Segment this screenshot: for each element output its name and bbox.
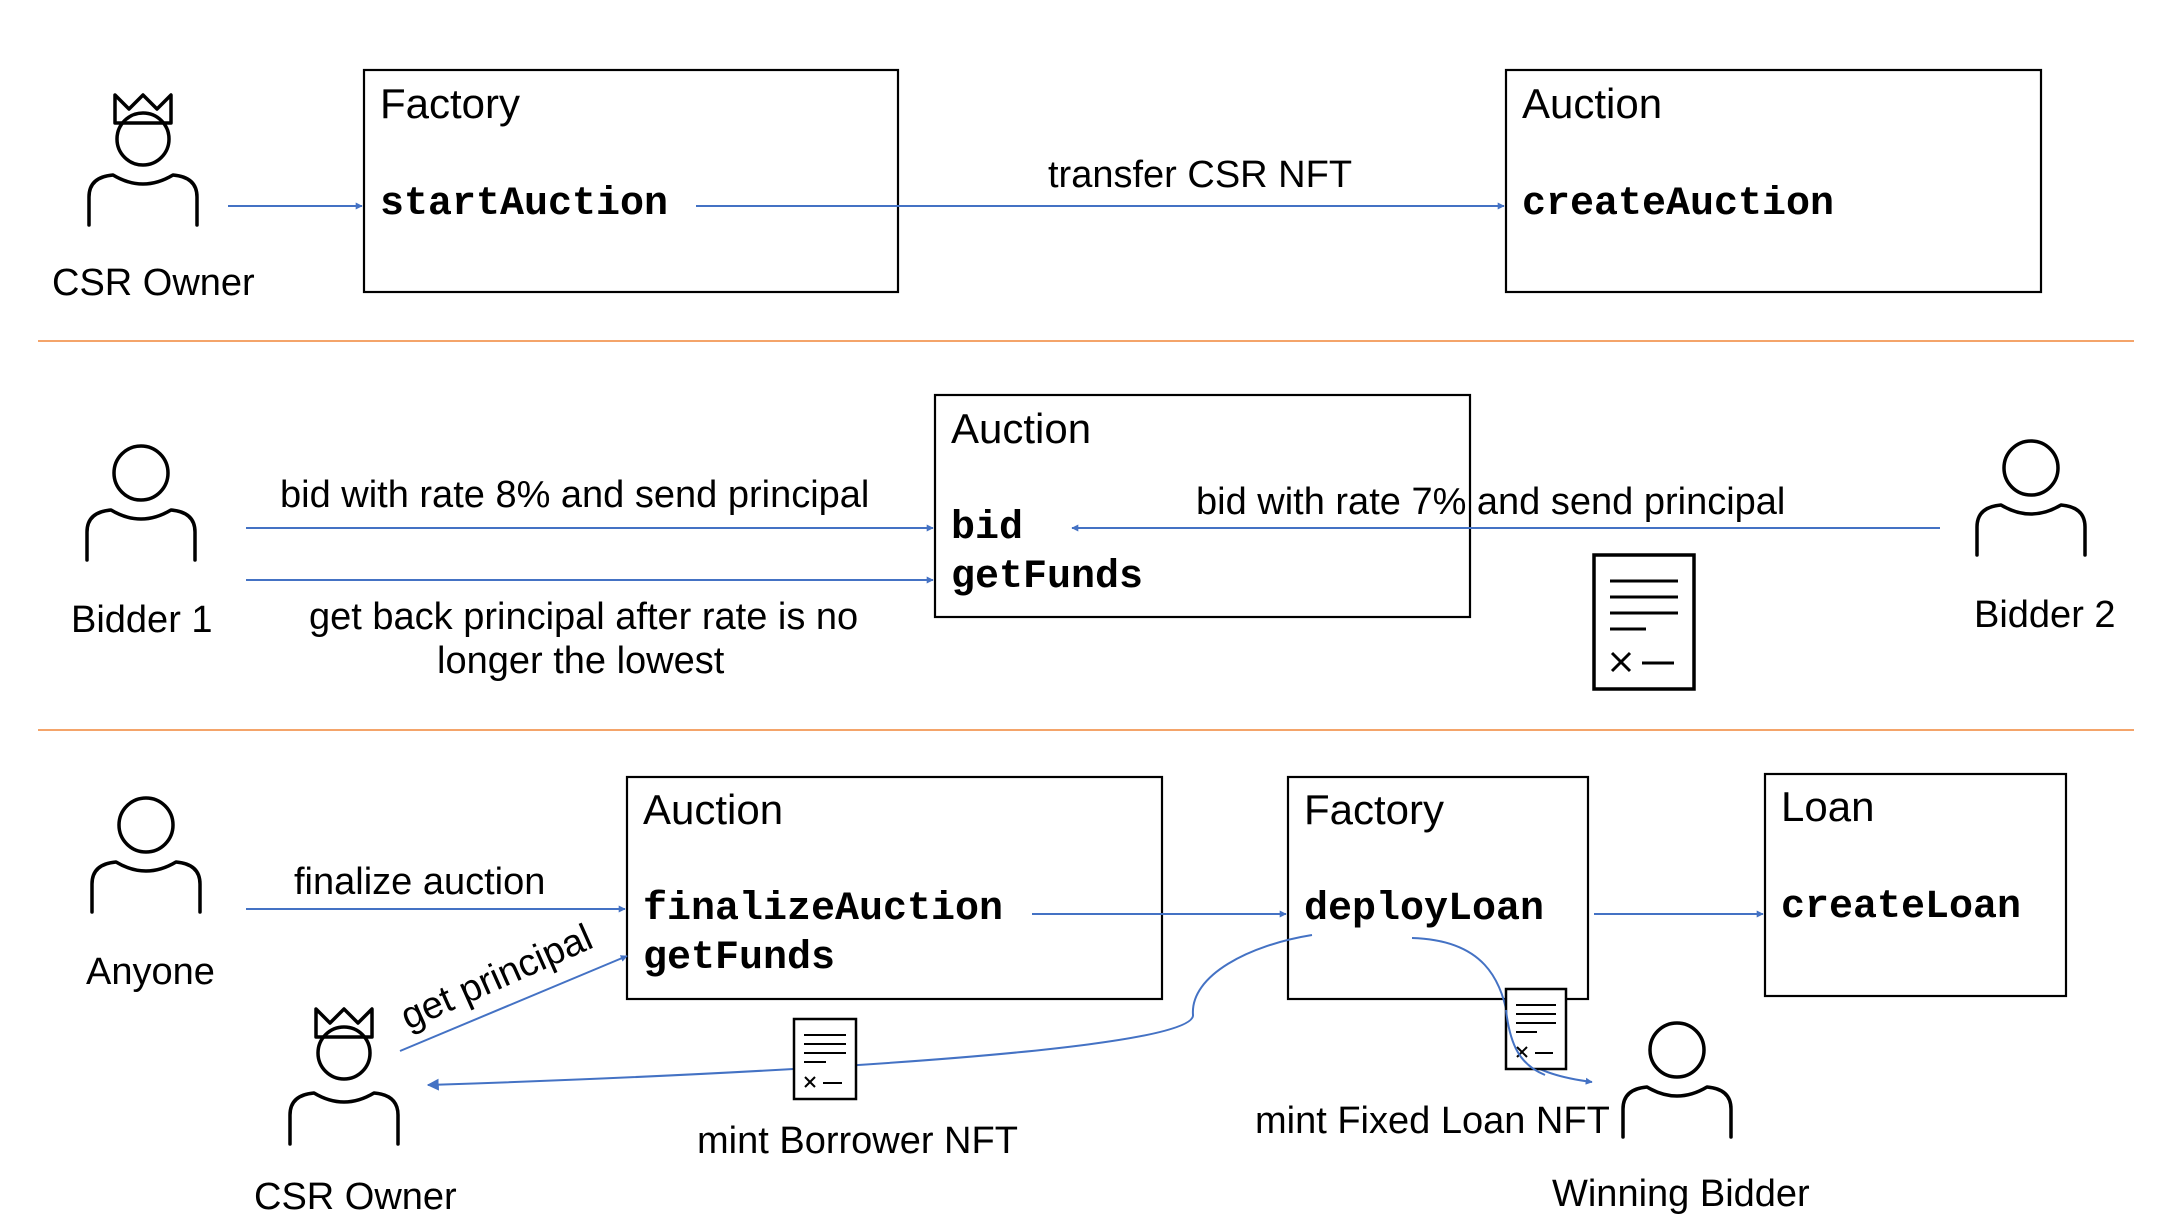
get-funds-method: getFunds — [643, 936, 835, 981]
csr-owner-crown-person-icon — [87, 93, 199, 227]
winning-bidder-person-icon — [1621, 1021, 1733, 1139]
borrower-nft-document-icon — [792, 1017, 858, 1101]
document-icon — [1592, 553, 1696, 691]
borrower-nft-label: mint Borrower NFT — [697, 1120, 1018, 1162]
deploy-loan-method: deployLoan — [1304, 887, 1544, 932]
winning-bidder-label: Winning Bidder — [1552, 1173, 1810, 1215]
factory-box-title: Factory — [380, 80, 520, 127]
create-auction-method: createAuction — [1522, 182, 1834, 227]
bidder-2-label: Bidder 2 — [1974, 594, 2116, 636]
csr-owner-label-bottom: CSR Owner — [254, 1176, 457, 1215]
create-loan-method: createLoan — [1781, 885, 2021, 930]
auction-box-finalize: Auction finalizeAuction getFunds — [625, 775, 1164, 1001]
bid-2-label: bid with rate 7% and send principal — [1196, 481, 1785, 523]
fixed-loan-nft-label: mint Fixed Loan NFT — [1255, 1100, 1610, 1142]
bidder-1-person-icon — [85, 444, 197, 562]
mint-borrower-nft-arrow — [426, 934, 1313, 1091]
bidder-2-person-icon — [1975, 439, 2087, 557]
bid-method: bid — [951, 506, 1023, 551]
csr-owner-crown-person-icon-bottom — [288, 1007, 400, 1146]
transfer-nft-label: transfer CSR NFT — [1048, 154, 1352, 196]
get-principal-label: get principal — [395, 917, 599, 1039]
factory-box-title: Factory — [1304, 786, 1444, 833]
auction-box-start: Auction createAuction — [1504, 68, 2043, 294]
auction-box-bidding: Auction bid getFunds — [933, 393, 1472, 619]
start-auction-method: startAuction — [380, 182, 668, 227]
csr-owner-label: CSR Owner — [52, 262, 255, 304]
auction-box-title: Auction — [643, 786, 783, 833]
fixed-loan-nft-document-icon — [1504, 987, 1568, 1071]
auction-box-title: Auction — [951, 405, 1091, 452]
mint-fixed-loan-nft-arrow-overlay — [1505, 1009, 1546, 1076]
loan-box: Loan createLoan — [1763, 772, 2068, 998]
factory-box-start: Factory startAuction — [362, 68, 900, 294]
bidder-1-label: Bidder 1 — [71, 599, 213, 641]
finalize-label: finalize auction — [294, 861, 545, 903]
loan-box-title: Loan — [1781, 783, 1874, 830]
refund-label-line-2: longer the lowest — [437, 640, 725, 682]
bid-1-label: bid with rate 8% and send principal — [280, 474, 869, 516]
finalize-auction-method: finalizeAuction — [643, 887, 1003, 932]
factory-box-finalize: Factory deployLoan — [1286, 775, 1590, 1001]
get-principal-arrow — [399, 955, 628, 1052]
refund-label-line-1: get back principal after rate is no — [309, 596, 858, 638]
get-funds-method: getFunds — [951, 555, 1143, 600]
anyone-person-icon — [90, 796, 202, 914]
auction-box-title: Auction — [1522, 80, 1662, 127]
anyone-label: Anyone — [86, 951, 215, 993]
